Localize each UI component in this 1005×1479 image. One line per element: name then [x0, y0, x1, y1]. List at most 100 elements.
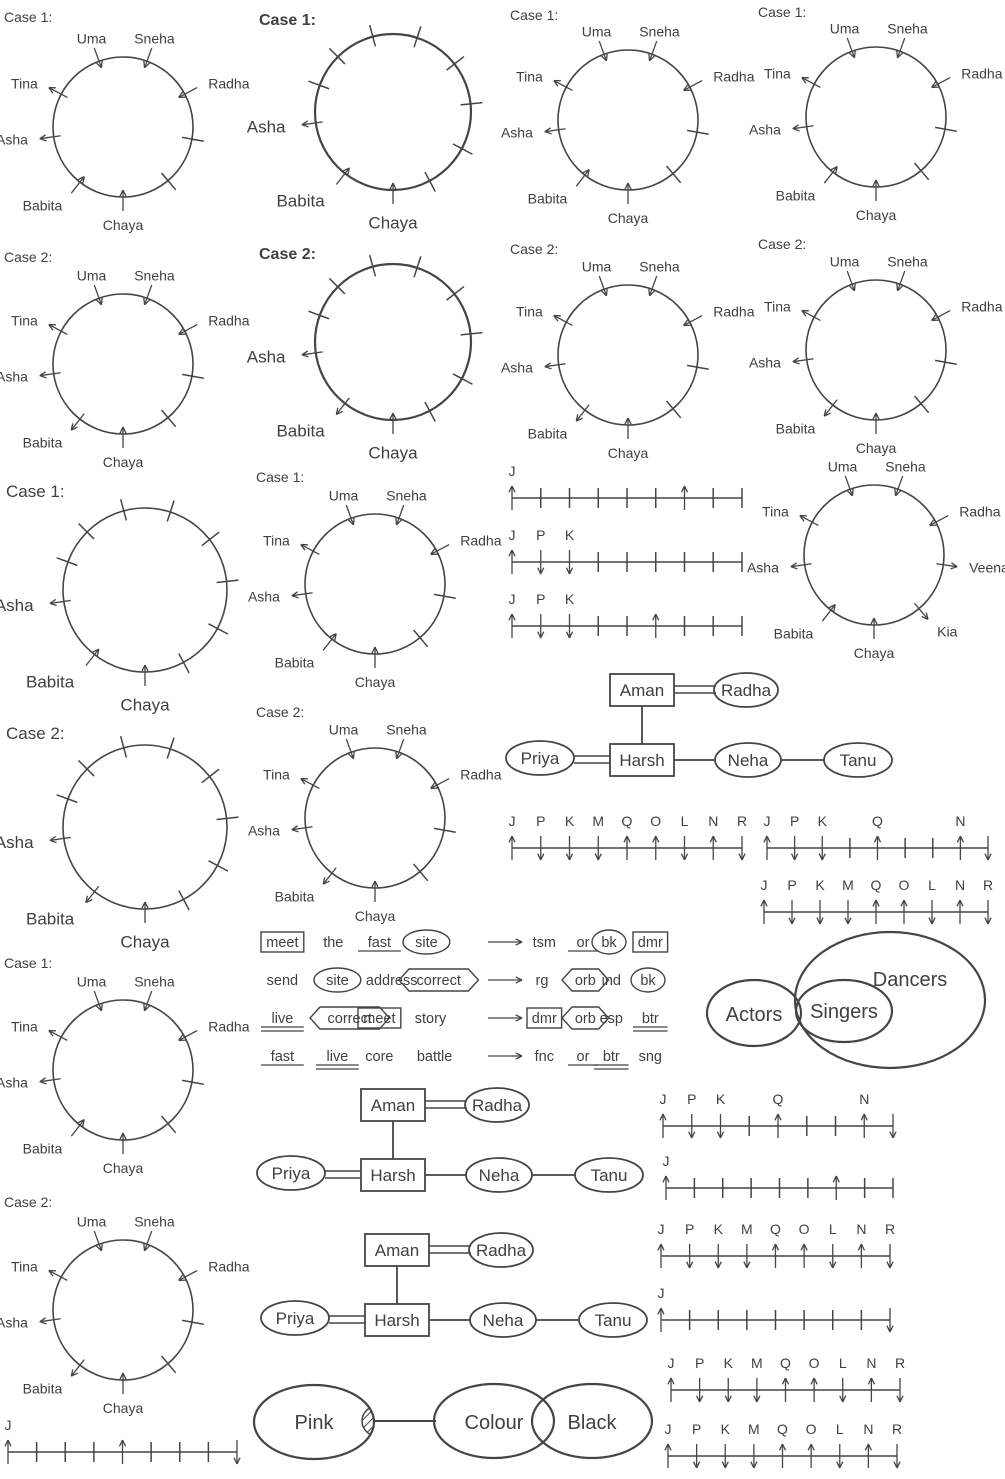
facing-arrow	[648, 40, 658, 62]
arrow-head	[329, 633, 337, 638]
facing-arrow	[799, 514, 819, 526]
code-word: live	[272, 1011, 294, 1027]
seat-tick	[119, 736, 128, 758]
arrow-head	[807, 1443, 812, 1451]
arrow-shaft	[335, 167, 350, 185]
name-radha: Radha	[472, 1096, 523, 1115]
facing-arrow	[48, 1029, 68, 1041]
arrow-shaft	[178, 86, 198, 98]
seat-tick	[178, 653, 190, 674]
arrow-head	[95, 299, 102, 306]
code-box	[632, 931, 669, 953]
facing-south-arrow	[721, 1444, 729, 1469]
facing-south-arrow	[886, 1244, 894, 1269]
facing-south-arrow	[893, 1444, 901, 1469]
arrow-head	[925, 612, 929, 620]
facing-arrow	[430, 543, 450, 556]
row-letter: L	[839, 1355, 847, 1371]
person-asha: Asha	[501, 360, 533, 376]
seat-tick	[460, 331, 483, 336]
facing-arrow	[801, 309, 821, 321]
facing-arrow	[846, 37, 856, 59]
arrow-head	[709, 835, 714, 843]
facing-arrow	[683, 314, 703, 327]
seat-tick	[56, 794, 78, 804]
arrow-head	[870, 617, 875, 625]
arrow-head	[714, 1261, 719, 1269]
person-radha: Radha	[208, 313, 249, 329]
person-sneha: Sneha	[639, 23, 680, 39]
label-colour: Colour	[465, 1412, 524, 1434]
person-asha: Asha	[749, 355, 781, 371]
arrow-head	[867, 1377, 872, 1385]
facing-arrow	[48, 86, 68, 98]
facing-south-arrow	[685, 1244, 694, 1269]
arrow-head	[889, 1261, 894, 1269]
arrow-head	[956, 835, 961, 843]
code-word: address	[366, 973, 418, 989]
facing-north-arrow	[867, 1377, 876, 1402]
name-aman: Aman	[375, 1241, 419, 1260]
row-j-only-c: J	[657, 1285, 894, 1333]
arrow-head	[39, 138, 47, 142]
arrow-head	[829, 1261, 834, 1269]
seating-circle	[52, 1239, 194, 1381]
seat-tick	[913, 162, 930, 181]
arrow-head	[810, 1443, 815, 1451]
row-j-only-b: J	[662, 1153, 894, 1200]
arrow-head	[836, 1461, 841, 1469]
arrow-head	[683, 853, 689, 861]
arrow-shaft	[85, 648, 100, 667]
facing-arrow	[575, 404, 590, 422]
person-tina: Tina	[263, 767, 290, 783]
facing-arrow	[345, 738, 355, 760]
arrow-head	[544, 366, 552, 370]
row-letter: L	[928, 877, 936, 893]
row-letter: J	[658, 1221, 665, 1237]
case-caption: Case 2:	[510, 241, 558, 257]
seat-tick	[181, 373, 204, 379]
arrow-head	[396, 753, 403, 760]
seat-tick	[78, 760, 95, 777]
arrow-head	[371, 646, 376, 654]
arrow-head	[680, 853, 686, 861]
arrow-head	[847, 917, 852, 925]
arrow-head	[897, 285, 904, 292]
arrow-shaft	[575, 404, 590, 422]
label-pink: Pink	[295, 1412, 335, 1434]
person-tina: Tina	[11, 1259, 38, 1275]
row-letter: J	[509, 591, 516, 607]
person-uma: Uma	[329, 721, 359, 737]
facing-north-arrow	[807, 1443, 815, 1468]
code-word: esp	[600, 1011, 623, 1027]
facing-arrow	[371, 646, 379, 668]
arrow-head	[233, 1457, 238, 1465]
arrow-head	[575, 417, 583, 422]
arrow-head	[626, 835, 631, 843]
row-letter: J	[663, 1153, 670, 1169]
arrow-head	[7, 1439, 12, 1447]
facing-south-arrow	[788, 900, 796, 925]
arrow-head	[893, 1461, 898, 1469]
facing-arrow	[598, 40, 608, 62]
arrow-shaft	[931, 76, 951, 88]
code-word: orb	[575, 973, 596, 989]
facing-arrow	[846, 270, 856, 292]
arrow-head	[347, 167, 350, 175]
arrow-head	[790, 566, 798, 570]
person-asha: Asha	[247, 117, 286, 136]
arrow-head	[896, 1461, 901, 1469]
name-neha: Neha	[728, 751, 769, 770]
set-actors	[705, 978, 803, 1048]
case-caption: Case 1:	[4, 9, 52, 25]
name-aman: Aman	[620, 681, 664, 700]
arrow-head	[143, 1003, 146, 1011]
arrow-head	[660, 1307, 665, 1315]
